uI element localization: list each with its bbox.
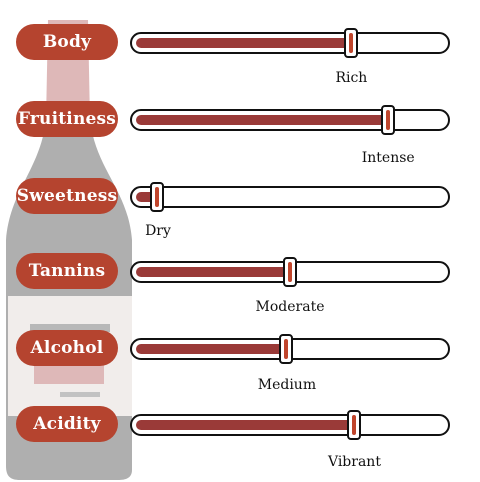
attribute-label-pill: Body	[16, 24, 118, 60]
attribute-label-pill: Fruitiness	[16, 101, 118, 137]
slider-fill	[136, 344, 287, 354]
attribute-label-pill: Alcohol	[16, 330, 118, 366]
slider-track[interactable]	[130, 28, 450, 58]
slider-fill	[136, 38, 351, 48]
slider-thumb[interactable]	[343, 28, 358, 58]
slider-fill	[136, 267, 290, 277]
slider-level-label: Moderate	[255, 299, 325, 315]
attribute-label-pill: Tannins	[16, 253, 118, 289]
slider-fill	[136, 115, 388, 125]
slider-track[interactable]	[130, 105, 450, 135]
slider-track[interactable]	[130, 410, 450, 440]
slider-track[interactable]	[130, 257, 450, 287]
slider-track[interactable]	[130, 182, 450, 212]
slider-fill	[136, 192, 158, 202]
slider-thumb[interactable]	[279, 334, 294, 364]
slider-level-label: Rich	[335, 70, 368, 86]
slider-level-label: Vibrant	[327, 454, 381, 470]
slider-track[interactable]	[130, 334, 450, 364]
attribute-label-pill: Sweetness	[16, 178, 118, 214]
slider-level-label: Medium	[257, 377, 317, 393]
slider-thumb[interactable]	[150, 182, 165, 212]
slider-thumb[interactable]	[282, 257, 297, 287]
attribute-label-pill: Acidity	[16, 406, 118, 442]
slider-level-label: Dry	[145, 223, 171, 239]
slider-level-label: Intense	[361, 150, 415, 166]
slider-thumb[interactable]	[380, 105, 395, 135]
slider-thumb[interactable]	[346, 410, 361, 440]
slider-fill	[136, 420, 354, 430]
